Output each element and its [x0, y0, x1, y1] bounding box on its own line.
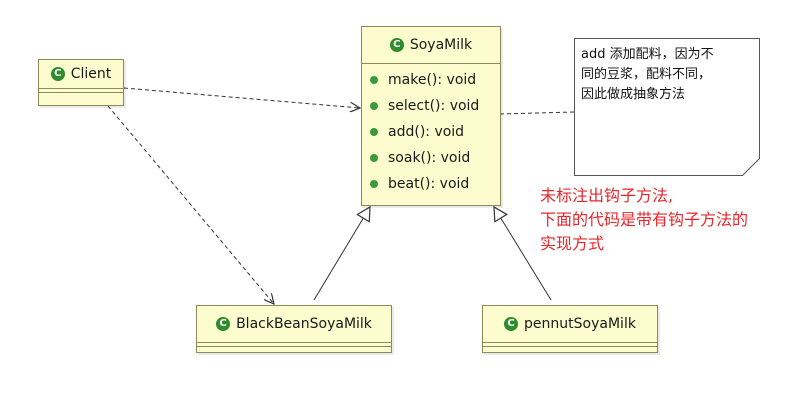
annotation-line: 实现方式 — [540, 234, 605, 253]
note-fold-corner — [742, 158, 760, 176]
dependency-client-blackbean — [107, 105, 274, 304]
method-label: soak(): void — [388, 150, 471, 166]
method-label: select(): void — [388, 98, 480, 114]
hook-method-annotation: 未标注出钩子方法, 下面的代码是带有钩子方法的 实现方式 — [540, 184, 748, 256]
method-row[interactable]: add(): void — [362, 119, 500, 145]
divider — [483, 342, 657, 346]
class-name: SoyaMilk — [409, 37, 473, 53]
method-icon — [370, 128, 378, 136]
method-row[interactable]: soak(): void — [362, 145, 500, 171]
method-row[interactable]: make(): void — [362, 67, 500, 93]
dependency-client-soyamilk — [123, 87, 360, 108]
generalization-pennut — [493, 205, 552, 301]
note-line: 同的豆浆，配料不同， — [581, 67, 712, 82]
class-name: pennutSoyaMilk — [524, 316, 636, 332]
note-add-method[interactable]: add 添加配料，因为不 同的豆浆，配料不同， 因此做成抽象方法 — [574, 38, 760, 176]
divider — [39, 88, 123, 92]
annotation-line: 未标注出钩子方法, — [540, 186, 674, 205]
class-icon: C — [216, 317, 231, 331]
note-line: 因此做成抽象方法 — [581, 87, 686, 102]
class-name: Client — [70, 66, 112, 82]
method-icon — [370, 154, 378, 162]
method-icon — [370, 102, 378, 110]
class-name: BlackBeanSoyaMilk — [236, 316, 372, 332]
class-icon: C — [50, 67, 65, 81]
divider — [197, 346, 391, 351]
class-blackbeansoyamilk[interactable]: C BlackBeanSoyaMilk — [196, 305, 392, 353]
method-row[interactable]: beat(): void — [362, 171, 500, 197]
class-icon: C — [504, 317, 519, 331]
class-icon: C — [389, 38, 404, 52]
method-icon — [370, 180, 378, 188]
method-label: add(): void — [388, 124, 465, 140]
class-pennutsoyamilk[interactable]: C pennutSoyaMilk — [482, 305, 658, 353]
note-line: add 添加配料，因为不 — [581, 47, 714, 62]
divider — [483, 346, 657, 351]
divider — [39, 92, 123, 97]
divider — [362, 63, 500, 67]
note-anchor-line — [499, 111, 575, 115]
class-client[interactable]: C Client — [38, 59, 124, 106]
method-label: make(): void — [388, 72, 477, 88]
method-label: beat(): void — [388, 176, 470, 192]
annotation-line: 下面的代码是带有钩子方法的 — [540, 210, 749, 229]
class-soyamilk[interactable]: C SoyaMilk make(): void select(): void a… — [361, 26, 501, 206]
generalization-blackbean — [313, 205, 371, 301]
divider — [197, 342, 391, 346]
method-icon — [370, 76, 378, 84]
method-row[interactable]: select(): void — [362, 93, 500, 119]
